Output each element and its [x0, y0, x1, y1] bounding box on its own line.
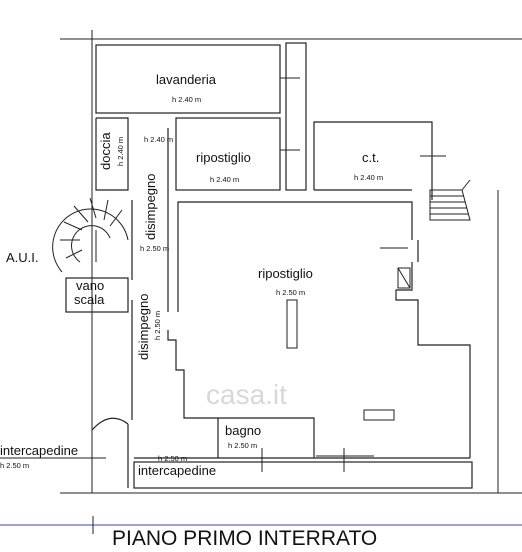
stair-tread-6 — [109, 209, 123, 227]
stair-tread-2 — [63, 221, 83, 231]
walls — [65, 42, 473, 489]
wall-ripostiglio-large — [177, 201, 413, 312]
axis-lines — [0, 30, 522, 534]
ct-height: h 2.40 m — [354, 173, 383, 182]
wall-intercapedine-bottom — [133, 461, 473, 489]
exterior-stair-outline — [429, 189, 471, 221]
stair-tread-3 — [73, 205, 89, 223]
wall-doccia — [95, 117, 129, 191]
ripostiglio-small-name: ripostiglio — [196, 150, 251, 165]
disimpegno-upper-name: disimpegno — [143, 174, 158, 241]
vano-scala-line1: vano — [76, 278, 104, 293]
ripostiglio-small-height: h 2.40 m — [210, 175, 239, 184]
disimpegno-upper-height: h 2.40 m — [144, 135, 173, 144]
windows — [261, 77, 446, 472]
spiral-stair — [52, 197, 129, 273]
lavanderia-name: lavanderia — [156, 72, 217, 87]
stair-outer-arc — [52, 208, 129, 273]
room-labels: lavanderia h 2.40 m doccia h 2.40 m h 2.… — [0, 72, 383, 478]
bagno-name: bagno — [225, 423, 261, 438]
stair-inner-arc — [71, 225, 111, 263]
exterior-stair — [429, 179, 471, 221]
wall-lavanderia — [95, 44, 281, 114]
wall-ripostiglio-right — [395, 262, 471, 458]
bagno-height: h 2.50 m — [228, 441, 257, 450]
fixture-column — [286, 299, 298, 349]
fixtures — [286, 267, 411, 421]
intercapedine-bottom-name: intercapedine — [138, 463, 216, 478]
stair-tread-7 — [65, 249, 83, 259]
disimpegno-lower-height: h 2.50 m — [153, 311, 162, 340]
wall-shaft — [285, 42, 307, 191]
doccia-height: h 2.40 m — [116, 137, 125, 166]
doccia-name: doccia — [98, 132, 113, 170]
disimpegno-upper-height-lower: h 2.50 m — [140, 244, 169, 253]
watermark: casa.it — [206, 379, 287, 410]
exterior-stair-rail — [461, 179, 471, 191]
wall-ct — [313, 121, 433, 200]
ripostiglio-large-height: h 2.50 m — [276, 288, 305, 297]
aui-name: A.U.I. — [6, 250, 39, 265]
fixture-shaft-diagonal — [397, 267, 411, 289]
disimpegno-lower-name: disimpegno — [136, 294, 151, 361]
stair-tread-4 — [89, 197, 97, 219]
ct-name: c.t. — [362, 150, 379, 165]
lavanderia-height: h 2.40 m — [172, 95, 201, 104]
intercapedine-left-name: intercapedine — [0, 443, 78, 458]
fixture-shaft-box — [397, 267, 411, 289]
wall-intercapedine-curve — [91, 417, 129, 431]
plan-title: PIANO PRIMO INTERRATO — [112, 527, 377, 550]
intercapedine-left-height: h 2.50 m — [0, 461, 29, 470]
intercapedine-bottom-height: h 2.50 m — [158, 454, 187, 463]
wall-disimpegno-lower — [167, 330, 218, 419]
stair-tread-5 — [103, 199, 109, 221]
wall-ripostiglio-small — [175, 117, 281, 191]
fixture-sink — [363, 409, 395, 421]
wall-bagno — [217, 417, 315, 458]
wall-vano-scala — [65, 277, 129, 313]
ripostiglio-large-name: ripostiglio — [258, 266, 313, 281]
vano-scala-line2: scala — [74, 292, 105, 307]
